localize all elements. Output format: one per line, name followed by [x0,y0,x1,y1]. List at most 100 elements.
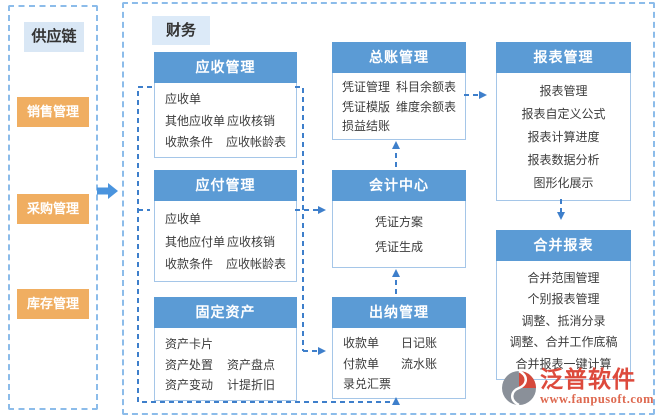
box-item: 应收核销 [227,234,276,249]
box-item-row: 损益结账 [342,117,456,134]
box-item: 合并报表一键计算 [515,356,612,371]
box-item-row: 应收单 [165,210,286,227]
box-item: 应收单 [165,211,202,226]
box-payables-title: 应付管理 [154,170,297,201]
box-item: 资产变动 [165,378,214,393]
box-item-row: 合并报表一键计算 [507,355,620,372]
box-cashier-body: 收款单 日记账付款单 流水账录兑汇票 [332,328,466,399]
box-item-row: 调整、抵消分录 [507,312,620,329]
box-item-row: 报表自定义公式 [507,105,620,122]
box-item: 报表自定义公式 [521,107,606,121]
box-item: 资产处置 [165,357,214,372]
swirl-logo-icon [502,370,536,406]
box-item-row: 其他应付单应收核销 [165,233,286,250]
box-item: 收款单 [343,336,380,351]
box-item: 图形化展示 [533,176,594,190]
box-accounting-center: 会计中心凭证方案凭证生成 [332,170,466,268]
box-item-row: 合并范围管理 [507,269,620,286]
box-item-row: 录兑汇票 [343,375,455,392]
box-item: 付款单 [343,356,380,371]
logo-text: 泛普软件 [540,367,636,392]
box-item: 凭证模版 [342,99,391,114]
box-item: 合并范围管理 [527,270,600,285]
box-reports-title: 报表管理 [496,42,631,73]
box-item-row: 其他应收单应收核销 [165,112,286,129]
box-item-row: 图形化展示 [507,174,620,191]
box-item: 应收帐龄表 [225,134,286,149]
box-item-row: 资产卡片 [165,335,286,352]
box-accounting-center-body: 凭证方案凭证生成 [332,201,466,268]
box-item: 凭证方案 [374,214,423,229]
box-item: 日记账 [401,336,438,351]
finance-panel: 财务 应收管理应收单其他应收单应收核销收款条件应收帐龄表应付管理应收单其他应付单… [122,2,655,415]
finance-tab: 财务 [152,16,210,45]
box-item: 凭证生成 [374,240,423,255]
box-item: 调整、合并工作底稿 [509,335,618,349]
box-item: 凭证管理 [342,80,391,95]
box-item-row: 收款条件应收帐龄表 [165,133,286,150]
box-item-row: 应收单 [165,90,286,107]
box-item: 报表数据分析 [527,153,600,167]
supply-chain-panel: 供应链 销售管理采购管理库存管理 [8,5,98,410]
box-receivables: 应收管理应收单其他应收单应收核销收款条件应收帐龄表 [154,52,297,158]
box-item-row: 付款单 流水账 [343,355,455,372]
box-item-row: 调整、合并工作底稿 [507,333,620,350]
box-fixed-assets-body: 资产卡片资产处置资产盘点资产变动计提折旧 [154,328,297,401]
box-reports: 报表管理报表管理报表自定义公式报表计算进度报表数据分析图形化展示 [496,42,631,201]
supply-chain-title: 供应链 [24,22,84,52]
box-consolidated-title: 合并报表 [496,230,631,261]
logo-url: www.fanpusoft.com [540,392,655,406]
box-fixed-assets-title: 固定资产 [154,297,297,328]
box-receivables-body: 应收单其他应收单应收核销收款条件应收帐龄表 [154,83,297,158]
box-item-row: 收款条件应收帐龄表 [165,255,286,272]
box-payables: 应付管理应收单其他应付单应收核销收款条件应收帐龄表 [154,170,297,282]
box-item-row: 报表数据分析 [507,151,620,168]
right-arrow-icon [97,183,118,199]
supply-chain-item-0: 销售管理 [17,97,89,127]
box-item-row: 凭证方案 [343,213,455,230]
supply-chain-item-2: 库存管理 [17,289,89,319]
box-item-row: 报表计算进度 [507,128,620,145]
box-item-row: 凭证管理科目余额表 [342,78,456,95]
box-item: 资产盘点 [227,357,276,372]
box-item-row: 凭证生成 [343,238,455,255]
box-receivables-title: 应收管理 [154,52,297,83]
box-cashier: 出纳管理收款单 日记账付款单 流水账录兑汇票 [332,297,466,399]
box-consolidated: 合并报表合并范围管理个别报表管理调整、抵消分录调整、合并工作底稿合并报表一键计算 [496,230,631,380]
box-item: 收款条件 [165,134,214,149]
box-item: 应收核销 [227,113,276,128]
box-item: 科目余额表 [395,80,456,95]
box-payables-body: 应收单其他应付单应收核销收款条件应收帐龄表 [154,201,297,282]
box-item-row: 报表管理 [507,82,620,99]
box-item: 其他应付单 [165,234,226,249]
box-item: 收款条件 [165,257,214,272]
box-item: 报表计算进度 [527,130,600,144]
box-item: 其他应收单 [165,113,226,128]
box-accounting-center-title: 会计中心 [332,170,466,201]
box-cashier-title: 出纳管理 [332,297,466,328]
box-consolidated-body: 合并范围管理个别报表管理调整、抵消分录调整、合并工作底稿合并报表一键计算 [496,261,631,380]
box-reports-body: 报表管理报表自定义公式报表计算进度报表数据分析图形化展示 [496,73,631,201]
box-item: 损益结账 [342,118,391,133]
box-item: 流水账 [401,356,438,371]
box-item-row: 资产处置资产盘点 [165,356,286,373]
supply-chain-item-1: 采购管理 [17,194,89,224]
box-item-row: 资产变动计提折旧 [165,376,286,393]
box-item: 应收帐龄表 [225,257,286,272]
box-item: 应收单 [165,92,202,107]
box-general-ledger-title: 总账管理 [332,42,466,73]
box-item-row: 凭证模版维度余额表 [342,98,456,115]
box-item: 个别报表管理 [527,292,600,306]
box-general-ledger-body: 凭证管理科目余额表凭证模版维度余额表损益结账 [332,73,466,140]
box-fixed-assets: 固定资产资产卡片资产处置资产盘点资产变动计提折旧 [154,297,297,401]
box-item-row: 个别报表管理 [507,290,620,307]
fanpu-logo: 泛普软件 www.fanpusoft.com [501,367,659,415]
box-item: 维度余额表 [395,99,456,114]
box-general-ledger: 总账管理凭证管理科目余额表凭证模版维度余额表损益结账 [332,42,466,140]
box-item-row: 收款单 日记账 [343,334,455,351]
box-item: 报表管理 [539,84,588,98]
box-item: 资产卡片 [165,336,214,351]
box-item: 计提折旧 [227,378,276,393]
box-item: 录兑汇票 [343,376,392,391]
